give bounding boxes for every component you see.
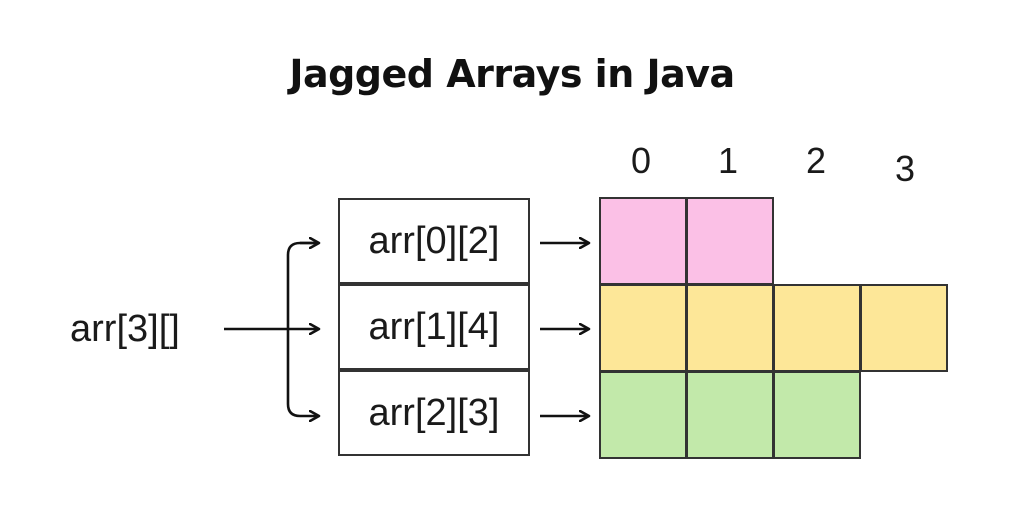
array-cell-r2-c1 [686,371,774,459]
array-cell-r1-c1 [686,284,774,372]
diagram-title: Jagged Arrays in Java [289,52,735,96]
row-label-box-0: arr[0][2] [338,198,530,284]
root-array-label: arr[3][] [70,308,180,350]
array-cell-r0-c1 [686,197,774,285]
branch-arrow-bottom [286,329,301,418]
column-index-2: 2 [805,140,827,181]
row-label-box-2: arr[2][3] [338,370,530,456]
branch-arrow-top [286,241,318,329]
array-cell-r2-c2 [773,371,861,459]
column-index-0: 0 [630,140,652,181]
row-label-box-1: arr[1][4] [338,284,530,370]
column-index-1: 1 [717,140,739,181]
array-cell-r0-c0 [599,197,687,285]
array-cell-r1-c2 [773,284,861,372]
array-cell-r1-c3 [860,284,948,372]
column-index-3: 3 [894,148,916,189]
